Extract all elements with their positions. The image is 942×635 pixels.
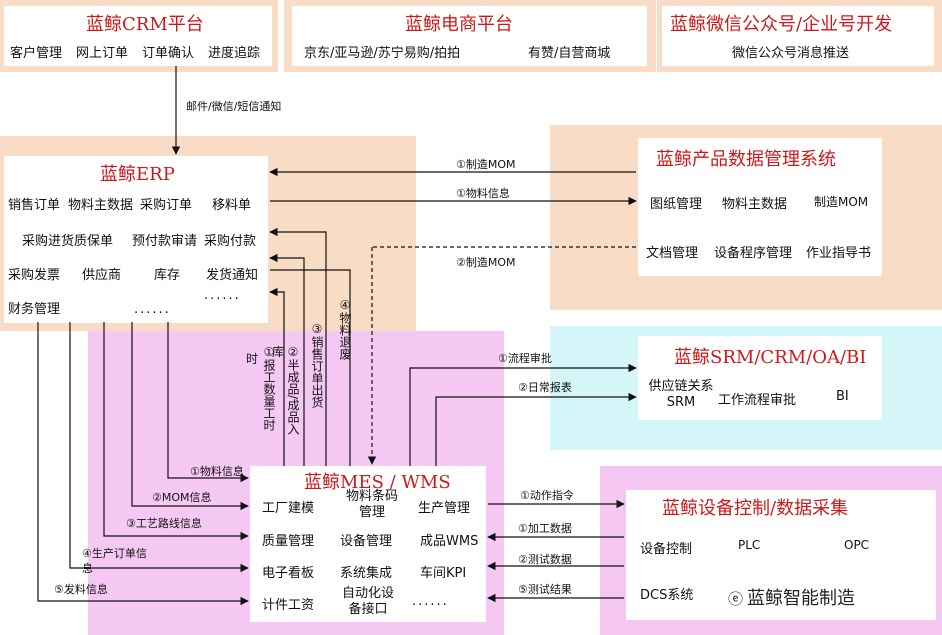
label-erp-pdm-3: ②制造MOM [456,256,516,269]
label-mes-eq-1: ①动作指令 [520,489,574,502]
ecom-title: 蓝鲸电商平台 [405,14,513,35]
mes-erp-v3 [269,227,327,466]
crm-box [4,6,272,66]
erp-mes-h1 [167,322,249,483]
erp-ellipsis-1: ...... [204,288,241,303]
erp-box [4,156,268,323]
mes-srm-1 [409,363,637,466]
label-v3: ③销售订单出货 [310,322,324,408]
pdm-item-material: 物料主数据 [722,197,788,212]
label-v4: ④物料退废 [338,298,352,360]
label-erp-mes-5: ⑤发料信息 [54,583,108,596]
erp-item-invoice: 采购发票 [8,268,61,283]
mes-item-quality: 质量管理 [262,534,315,549]
label-erp-mes-3: ③工艺路线信息 [126,517,202,530]
watermark-text: 蓝鲸智能制造 [747,588,856,609]
erp-title: 蓝鲸ERP [100,164,175,185]
crm-item-online-order: 网上订单 [76,46,129,61]
erp-item-prepay: 预付款审请 [132,234,198,249]
srm-item-bi: BI [836,389,849,404]
mes-item-integration: 系统集成 [340,566,393,581]
erp-item-supplier: 供应商 [82,268,122,283]
ecom-box [292,6,647,66]
erp-item-material-master: 物料主数据 [68,198,134,213]
label-erp-pdm-1: ①制造MOM [456,158,516,171]
pdm-box [638,138,882,276]
erp-item-purchase-qa: 采购进货质保单 [22,234,114,249]
mes-item-wms: 成品WMS [420,534,479,549]
mes-item-factory-model: 工厂建模 [262,501,315,516]
equip-item-opc: OPC [844,538,870,552]
label-mes-srm-2: ②日常报表 [518,381,572,394]
erp-item-finance: 财务管理 [8,302,61,317]
crm-item-order-confirm: 订单确认 [142,46,195,61]
label-mes-srm-1: ①流程审批 [498,352,552,365]
pdm-item-work-guide: 作业指导书 [806,246,872,261]
crm-item-customer: 客户管理 [10,46,63,61]
label-erp-pdm-2: ①物料信息 [456,187,510,200]
label-v2: ②半成品/成品入 [286,345,300,436]
mes-srm-2 [435,392,637,466]
label-mes-eq-2: ①加工数据 [518,522,572,535]
ecom-item-own-store: 有赞/自营商城 [528,46,611,61]
equip-item-plc: PLC [738,538,761,552]
label-erp-mes-1: ①物料信息 [190,465,244,478]
wechat-item-push: 微信公众号消息推送 [732,46,850,61]
erp-mes-h5 [37,322,249,606]
mes-item-barcode: 物料条码管理 [345,489,398,520]
label-mes-eq-3: ②测试数据 [518,553,572,566]
mes-ellipsis: ...... [412,594,449,609]
mes-erp-v4 [270,269,351,466]
equip-item-control: 设备控制 [640,542,693,557]
erp-mes-h3 [103,322,249,541]
erp-mes-h4 [69,322,249,573]
label-v1: ①报工数量工时 [262,345,276,431]
wechat-logo-icon: ⓔ [728,590,744,608]
label-v1-ku: 库 [272,345,285,359]
mes-item-kanban: 电子看板 [262,566,315,581]
mes-title: 蓝鲸MES / WMS [304,472,451,493]
wechat-title: 蓝鲸微信公众号/企业号开发 [670,14,893,35]
srm-item-supply: 供应链关系SRM [648,379,714,410]
erp-item-transfer: 移料单 [212,198,252,213]
pdm-item-mom: 制造MOM [814,195,869,209]
equip-item-dcs: DCS系统 [640,588,694,603]
erp-item-purchase-order: 采购订单 [140,198,193,213]
mes-item-piece-wage: 计件工资 [262,598,315,613]
mes-erp-v1 [269,287,285,466]
srm-box [638,336,882,420]
srm-item-workflow: 工作流程审批 [718,393,797,408]
ecom-item-marketplaces: 京东/亚马逊/苏宁易购/拍拍 [304,46,461,61]
erp-item-delivery: 发货通知 [206,268,259,283]
erp-item-purchase-pay: 采购付款 [204,234,257,249]
erp-ellipsis-2: ...... [134,302,171,317]
erp-mes-h2 [131,322,249,511]
label-v1-time: 时 [246,352,259,366]
notify-label: 邮件/微信/短信通知 [186,100,282,113]
crm-title: 蓝鲸CRM平台 [86,14,204,35]
equip-title: 蓝鲸设备控制/数据采集 [662,498,849,519]
pdm-item-equip-program: 设备程序管理 [714,246,793,261]
label-erp-mes-4: ④生产订单信息 [82,547,147,575]
mes-item-production: 生产管理 [418,501,471,516]
mes-item-equipment: 设备管理 [340,534,393,549]
mes-box [250,466,486,622]
erp-item-sales-order: 销售订单 [8,198,61,213]
pdm-title: 蓝鲸产品数据管理系统 [656,149,836,170]
mes-item-kpi: 车间KPI [420,566,467,581]
crm-item-progress: 进度追踪 [208,46,261,61]
label-mes-eq-4: ⑤测试结果 [518,583,572,596]
pdm-item-docs: 文档管理 [646,246,699,261]
erp-item-inventory: 库存 [154,268,181,283]
mes-item-automation: 自动化设备接口 [341,586,394,617]
wechat-box [662,6,934,66]
srm-title: 蓝鲸SRM/CRM/OA/BI [674,347,867,368]
mes-erp-v2 [269,253,305,466]
pdm-item-drawing: 图纸管理 [650,197,703,212]
equip-box [626,490,936,620]
label-erp-mes-2: ②MOM信息 [152,491,212,504]
